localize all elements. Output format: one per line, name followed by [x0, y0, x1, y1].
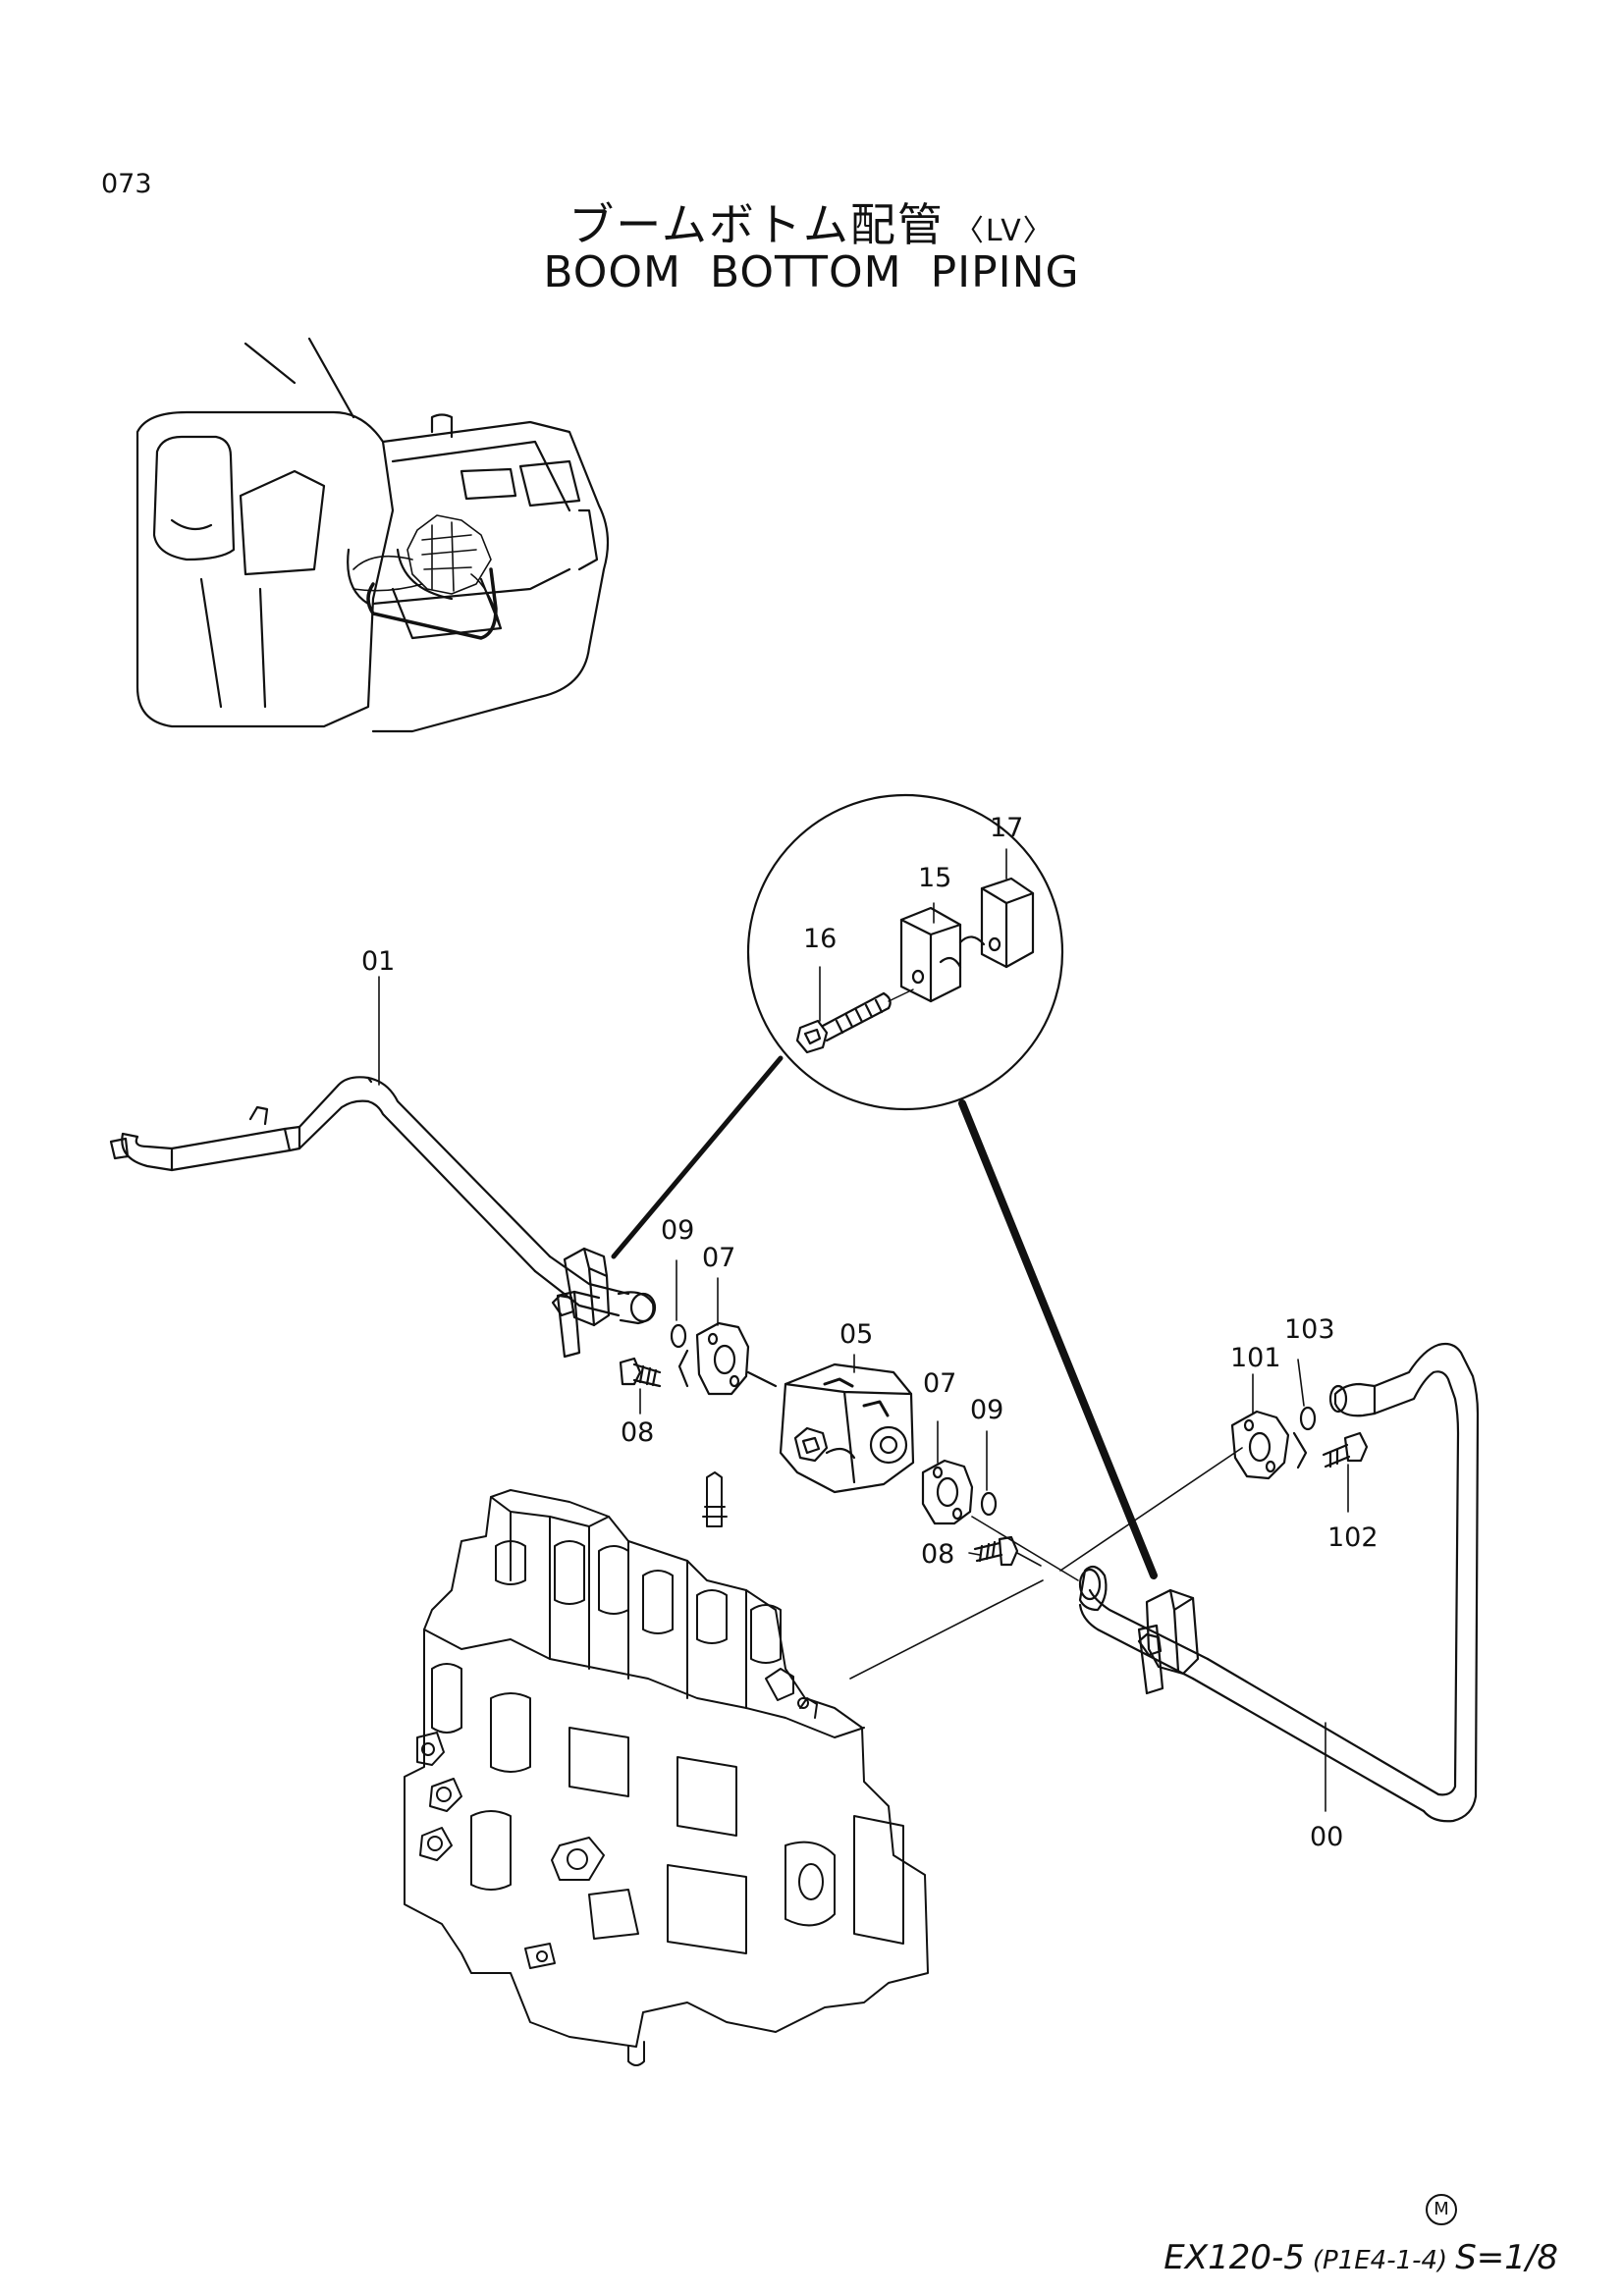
guide-line-valve-101	[849, 1447, 1243, 1680]
callout-09-lower: 09	[970, 1395, 1003, 1425]
callout-16: 16	[803, 924, 837, 954]
leader-lines	[378, 848, 1349, 1812]
excavator-overview	[135, 337, 610, 733]
clamp-block-15	[899, 906, 962, 1003]
callout-07-upper: 07	[702, 1243, 735, 1273]
footer-code: (P1E4-1-4)	[1312, 2246, 1448, 2275]
callout-15: 15	[918, 863, 951, 893]
title-japanese-text: ブームボトム配管	[568, 198, 945, 251]
leader-07-05	[746, 1370, 778, 1388]
pipe-clamp-left	[551, 1247, 657, 1359]
split-flange-07-lower	[921, 1459, 974, 1525]
callout-101: 101	[1230, 1343, 1281, 1373]
callout-09-upper: 09	[661, 1215, 694, 1246]
split-flange-101	[1230, 1410, 1308, 1480]
guide-line-09-00	[971, 1516, 1079, 1581]
guide-line-08-00	[1016, 1552, 1042, 1567]
footer-scale: S=1/8	[1455, 2238, 1558, 2277]
magnified-inset	[611, 793, 1158, 1579]
control-valve	[404, 1471, 929, 2066]
callout-07-lower: 07	[923, 1368, 956, 1399]
page-number: 073	[101, 169, 152, 199]
footer-model: EX120-5	[1163, 2238, 1305, 2277]
callout-01: 01	[361, 946, 395, 977]
bolt-08-upper	[619, 1357, 662, 1388]
title-japanese: ブームボトム配管〈LV〉	[0, 189, 1623, 254]
o-ring-103	[1299, 1406, 1317, 1431]
pipe-00	[1078, 1342, 1480, 1823]
title-english: BOOM BOTTOM PIPING	[543, 247, 1080, 297]
callout-08-lower: 08	[921, 1539, 954, 1570]
callout-08-upper: 08	[621, 1417, 654, 1448]
footer-reference: EX120-5(P1E4-1-4)S=1/8	[1163, 2238, 1558, 2277]
callout-103: 103	[1284, 1314, 1335, 1345]
o-ring-09-upper	[670, 1323, 687, 1349]
bolt-16	[795, 988, 914, 1054]
split-flange-07-upper	[677, 1321, 750, 1396]
o-ring-09-lower	[980, 1491, 998, 1517]
pipe-01	[109, 1076, 630, 1317]
callout-102: 102	[1327, 1522, 1379, 1553]
part-05-block	[779, 1362, 915, 1494]
bolt-08-lower	[973, 1535, 1019, 1567]
clamp-block-17	[958, 877, 1035, 969]
callout-00: 00	[1310, 1822, 1343, 1852]
pipe-clamp-right	[1137, 1588, 1200, 1695]
callout-17: 17	[990, 813, 1023, 843]
title-variant-tag: 〈LV〉	[953, 214, 1055, 248]
manufacturer-mark: M	[1426, 2194, 1457, 2225]
bolt-102	[1322, 1431, 1369, 1468]
callout-05: 05	[839, 1319, 873, 1350]
